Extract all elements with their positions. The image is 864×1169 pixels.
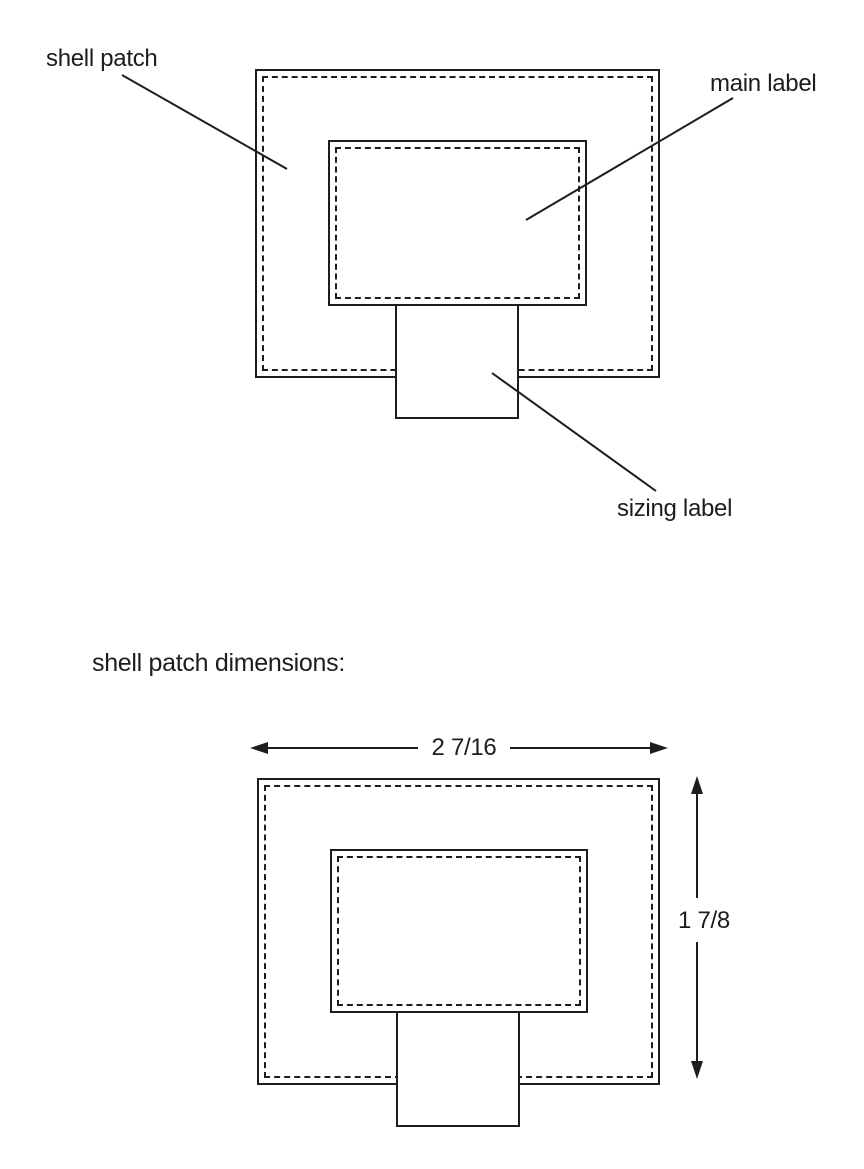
height-dimension-value: 1 7/8 (678, 907, 730, 934)
width-arrow-left-head (250, 742, 268, 754)
width-arrow-right-head (650, 742, 668, 754)
sizing-label-tab (395, 304, 519, 419)
main-label-outline-dimensioned (330, 849, 588, 1013)
sizing-label-label: sizing label (617, 495, 733, 522)
main-label-label: main label (710, 70, 817, 97)
height-arrow-bottom-head (691, 1061, 703, 1079)
shell-patch-outline-dimensioned (257, 778, 660, 1085)
main-label-stitching (335, 147, 580, 299)
height-arrow-top-head (691, 776, 703, 794)
shell-patch-label: shell patch (46, 45, 158, 72)
main-label-stitching-dimensioned (337, 856, 581, 1006)
dimensions-heading: shell patch dimensions: (92, 649, 345, 677)
main-label-outline (328, 140, 587, 306)
sizing-label-tab-dimensioned (396, 1011, 520, 1127)
width-dimension-value: 2 7/16 (431, 734, 497, 761)
